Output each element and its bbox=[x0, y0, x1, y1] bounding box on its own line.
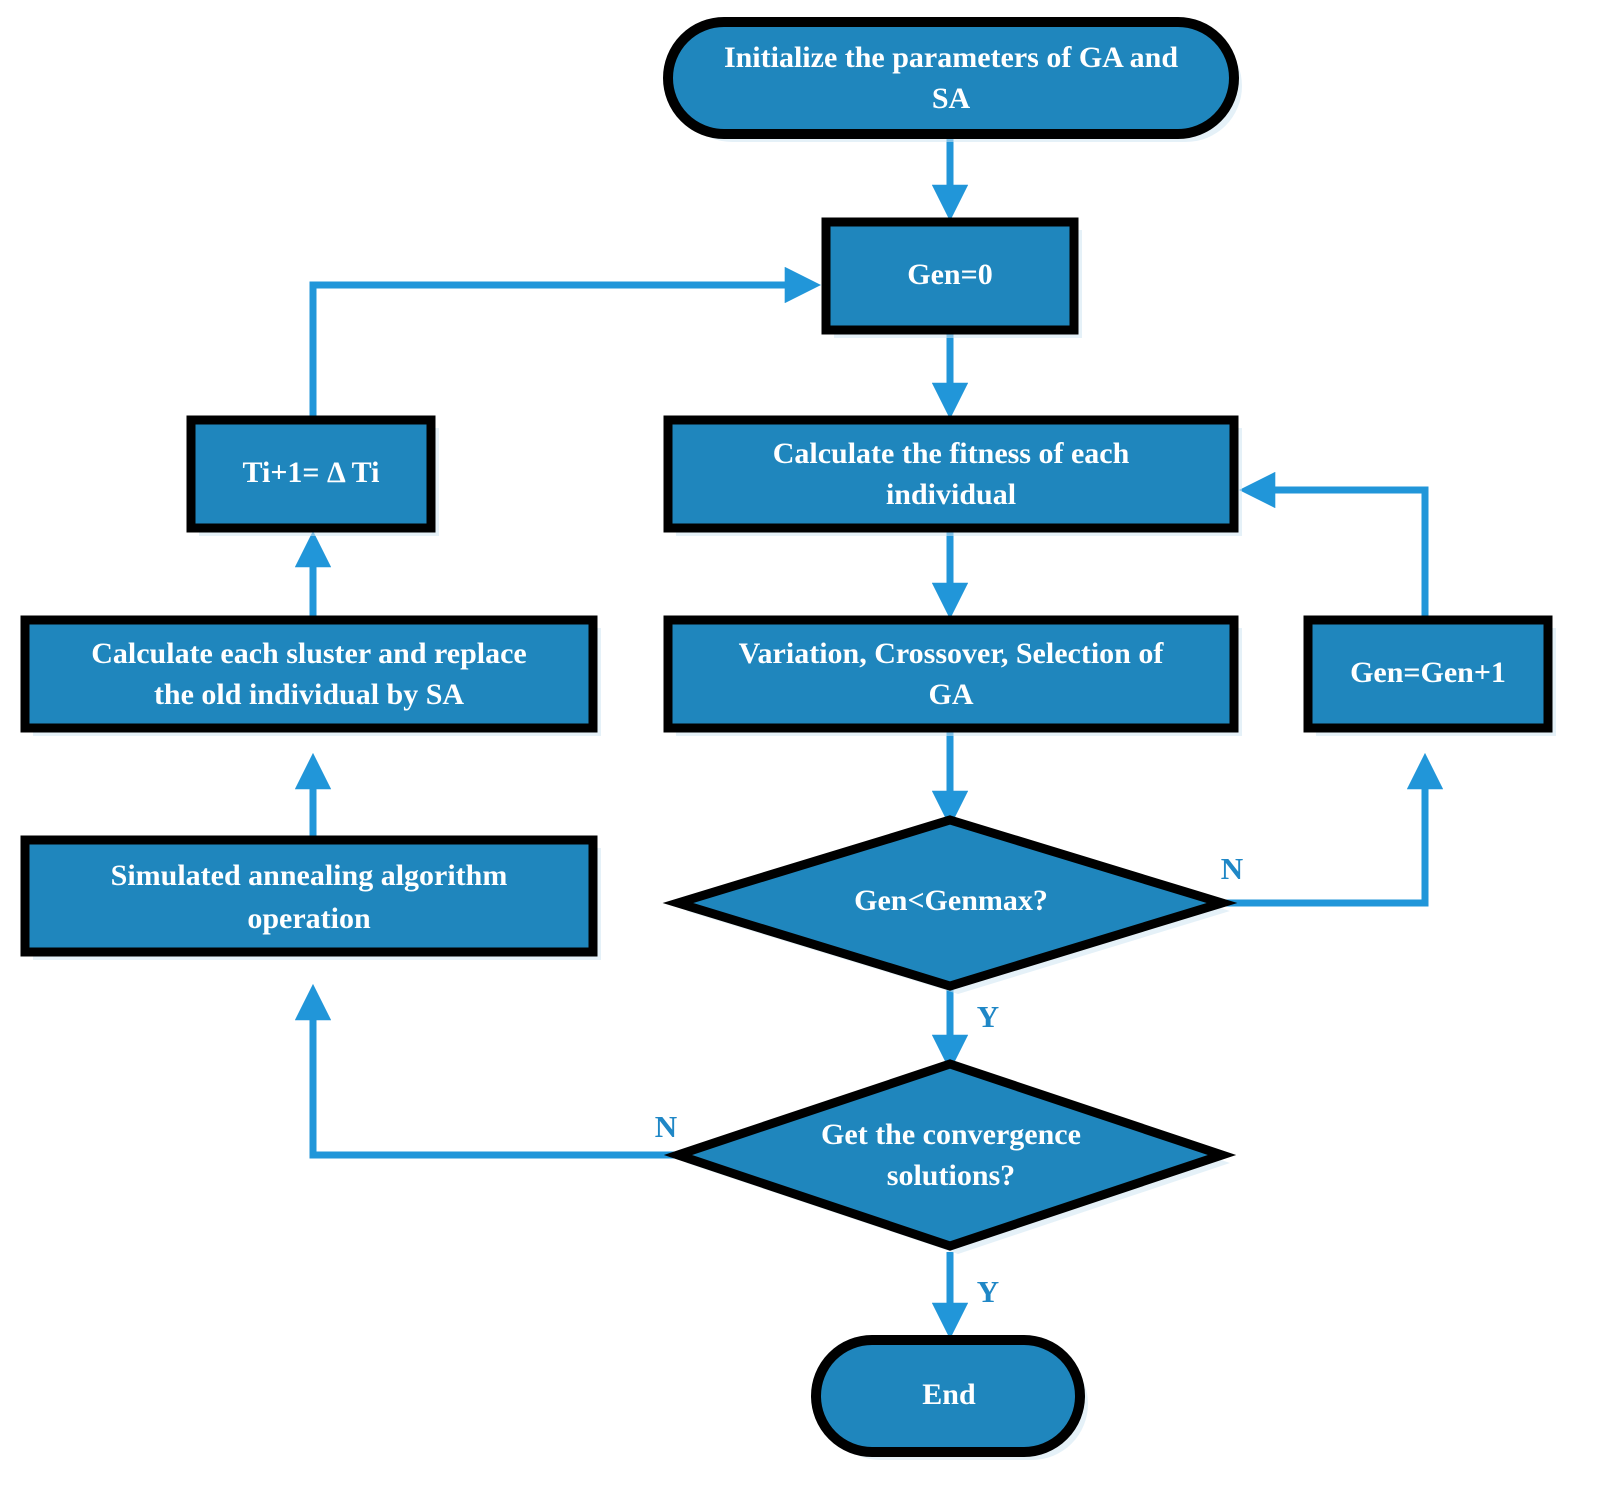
node-decision-convergence-label-line2: solutions? bbox=[887, 1159, 1015, 1192]
node-ga-operations-label-line2: GA bbox=[929, 678, 974, 711]
connector-converge-no-to-saoperation bbox=[294, 983, 678, 1159]
node-cluster-sa-label-line1: Calculate each sluster and replace bbox=[91, 637, 527, 670]
node-gen-increment-label: Gen=Gen+1 bbox=[1350, 656, 1506, 689]
node-decision-genmax-label: Gen<Genmax? bbox=[854, 884, 1048, 917]
node-ga-operations[interactable]: Variation, Crossover, Selection of GA bbox=[663, 615, 1242, 736]
node-gen0-shape bbox=[821, 217, 1079, 335]
node-sa-operation-shape bbox=[20, 835, 598, 957]
node-decision-genmax[interactable]: Gen<Genmax? bbox=[662, 815, 1238, 994]
node-end[interactable]: End bbox=[811, 1335, 1088, 1460]
node-gen0[interactable]: Gen=0 bbox=[821, 217, 1082, 338]
connector-tempupdate-to-gen0 bbox=[309, 266, 822, 420]
edge-label-converge-no: N bbox=[655, 1109, 677, 1144]
edge-label-converge-yes: Y bbox=[977, 1274, 999, 1309]
edge-label-genmax-yes: Y bbox=[977, 999, 999, 1034]
node-cluster-sa-shape bbox=[20, 615, 598, 733]
node-end-label: End bbox=[922, 1378, 976, 1411]
node-temperature-update[interactable]: Ti+1= Δ Ti bbox=[186, 415, 439, 536]
node-temperature-update-label: Ti+1= Δ Ti bbox=[243, 456, 380, 489]
node-decision-convergence[interactable]: Get the convergence solutions? bbox=[663, 1059, 1237, 1254]
node-sa-operation-label-line1: Simulated annealing algorithm bbox=[111, 859, 508, 892]
connector-genmax-no-to-geninc bbox=[1222, 752, 1444, 907]
node-sa-operation[interactable]: Simulated annealing algorithm operation bbox=[20, 835, 601, 960]
connector-geninc-to-fitness bbox=[1238, 471, 1429, 622]
node-decision-convergence-label-line1: Get the convergence bbox=[821, 1118, 1081, 1151]
node-gen0-label: Gen=0 bbox=[907, 258, 992, 291]
node-cluster-sa-label-line2: the old individual by SA bbox=[154, 678, 464, 711]
node-ga-operations-shape bbox=[663, 615, 1239, 733]
node-start-label-line2: SA bbox=[932, 82, 971, 115]
node-temperature-update-shape bbox=[186, 415, 436, 533]
node-start[interactable]: Initialize the parameters of GA and SA bbox=[663, 17, 1242, 142]
node-fitness-label-line1: Calculate the fitness of each bbox=[773, 437, 1130, 470]
node-start-shape bbox=[663, 17, 1239, 139]
node-cluster-sa[interactable]: Calculate each sluster and replace the o… bbox=[20, 615, 601, 736]
node-decision-genmax-shape bbox=[662, 815, 1238, 991]
node-sa-operation-label-line2: operation bbox=[247, 902, 371, 935]
node-ga-operations-label-line1: Variation, Crossover, Selection of bbox=[739, 637, 1165, 670]
node-fitness-shape bbox=[663, 415, 1239, 533]
edge-label-genmax-no: N bbox=[1221, 851, 1243, 886]
node-gen-increment[interactable]: Gen=Gen+1 bbox=[1303, 615, 1556, 736]
node-end-shape bbox=[811, 1335, 1085, 1457]
node-fitness[interactable]: Calculate the fitness of each individual bbox=[663, 415, 1242, 536]
node-gen-increment-shape bbox=[1303, 615, 1553, 733]
node-fitness-label-line2: individual bbox=[886, 478, 1016, 511]
node-decision-convergence-shape bbox=[663, 1059, 1237, 1251]
node-start-label-line1: Initialize the parameters of GA and bbox=[724, 41, 1178, 74]
